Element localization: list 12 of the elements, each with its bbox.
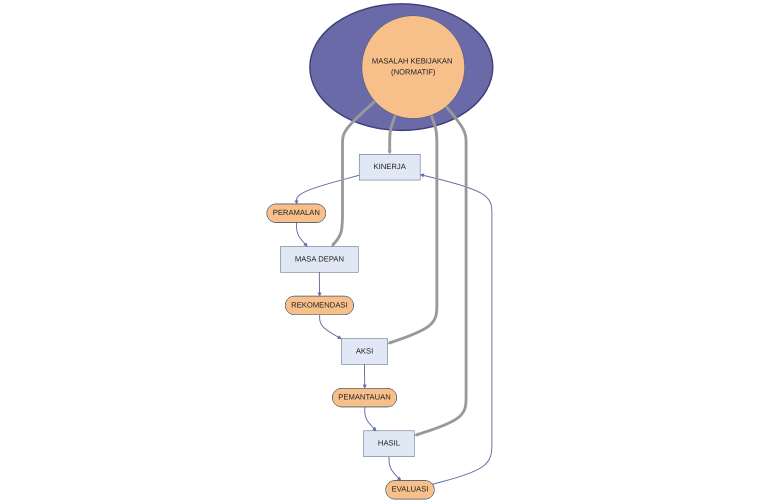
arrow	[362, 364, 366, 389]
arrow	[296, 222, 308, 247]
arrow	[388, 456, 401, 481]
arrow	[414, 106, 468, 436]
cluster	[308, 3, 494, 132]
arrow	[420, 173, 492, 485]
arrow	[330, 100, 376, 247]
arrow	[364, 406, 376, 432]
arrow	[318, 314, 342, 340]
arrow	[294, 174, 360, 204]
arrow	[317, 272, 322, 297]
arrow	[387, 114, 438, 344]
